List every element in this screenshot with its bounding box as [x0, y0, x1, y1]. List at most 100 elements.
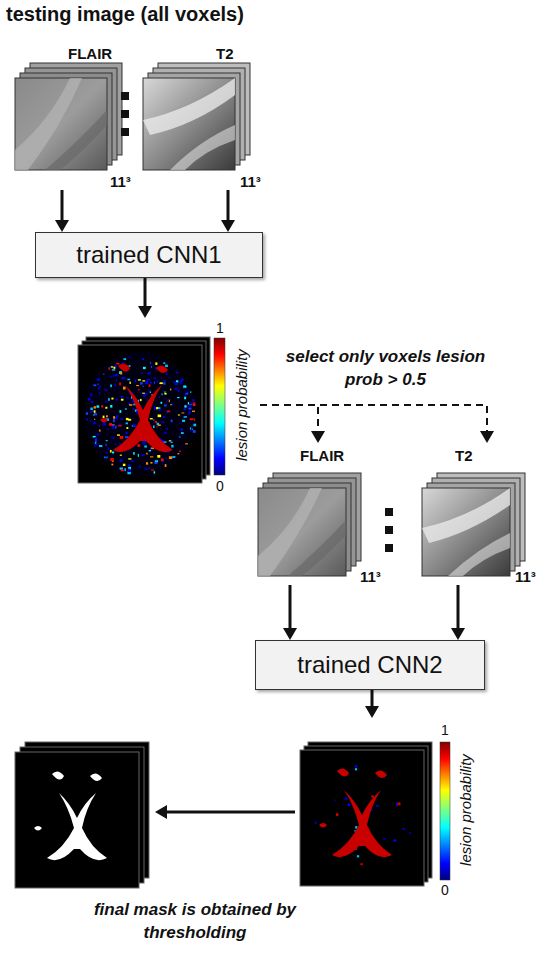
noise-dot — [94, 414, 95, 416]
noise-dot — [95, 439, 96, 442]
noise-dot — [177, 397, 179, 398]
noise-dot — [119, 371, 122, 374]
connector-line — [289, 585, 292, 630]
noise-dot — [409, 832, 411, 834]
noise-dot — [154, 408, 155, 409]
noise-dot — [99, 425, 100, 427]
noise-dot — [106, 440, 108, 441]
noise-dot — [105, 390, 108, 391]
noise-dot — [106, 452, 108, 454]
arrowhead — [365, 706, 379, 718]
noise-dot — [128, 469, 130, 470]
noise-dot — [135, 380, 136, 382]
noise-dot — [96, 444, 99, 445]
noise-dot — [99, 445, 102, 447]
noise-dot — [126, 398, 129, 399]
noise-dot — [175, 382, 178, 385]
noise-dot — [124, 358, 127, 360]
noise-dot — [164, 393, 166, 395]
noise-dot — [90, 421, 92, 422]
noise-dot — [179, 436, 181, 438]
noise-dot — [179, 451, 181, 453]
noise-dot — [167, 399, 168, 402]
noise-dot — [153, 419, 154, 420]
scale-min: 0 — [435, 882, 455, 898]
noise-dot — [189, 404, 192, 405]
noise-dot — [166, 428, 168, 429]
noise-dot — [169, 456, 172, 459]
noise-dot — [120, 410, 122, 413]
noise-dot — [128, 464, 130, 466]
noise-dot — [184, 408, 186, 410]
noise-dot — [167, 400, 169, 401]
noise-dot — [123, 387, 126, 390]
noise-dot — [402, 828, 405, 830]
noise-dot — [108, 448, 110, 450]
connector-line — [227, 190, 230, 222]
noise-dot — [130, 382, 131, 385]
noise-dot — [106, 415, 108, 417]
noise-dot — [93, 422, 96, 424]
noise-dot — [193, 424, 196, 427]
noise-dot — [111, 464, 113, 466]
noise-dot — [94, 406, 96, 408]
noise-dot — [191, 426, 192, 428]
noise-dot — [184, 397, 186, 400]
image-stack: T211³ — [410, 443, 550, 585]
stack-dots — [121, 92, 129, 136]
noise-dot — [143, 386, 144, 387]
noise-dot — [171, 442, 173, 443]
arrowhead — [283, 628, 297, 640]
output-mask: final mask is obtained by thresholding — [10, 740, 155, 890]
noise-dot — [151, 470, 154, 471]
noise-dot — [142, 380, 145, 381]
noise-dot — [193, 403, 196, 404]
noise-dot — [150, 391, 151, 393]
noise-dot — [155, 421, 157, 423]
noise-dot — [393, 839, 396, 841]
noise-dot — [146, 462, 148, 465]
noise-dot — [156, 407, 158, 409]
noise-dot — [126, 432, 128, 435]
noise-dot — [177, 453, 179, 454]
noise-dot — [144, 445, 147, 447]
flow-arrow — [451, 585, 465, 640]
modality-label: T2 — [455, 447, 473, 465]
flow-arrow — [138, 278, 152, 318]
noise-dot — [146, 453, 148, 455]
noise-dot — [112, 452, 114, 454]
noise-dot — [193, 430, 196, 433]
noise-dot — [184, 416, 187, 418]
noise-dot — [163, 441, 166, 442]
noise-dot — [138, 379, 141, 380]
noise-dot — [156, 426, 157, 427]
noise-dot — [114, 389, 115, 390]
arrowhead — [480, 431, 494, 443]
noise-dot — [123, 464, 126, 466]
patch-size: 11³ — [360, 568, 381, 586]
noise-dot — [120, 418, 123, 420]
connector-line — [371, 690, 374, 708]
noise-dot — [125, 408, 127, 409]
noise-dot — [92, 411, 94, 412]
noise-dot — [90, 411, 93, 412]
probability-map — [78, 337, 225, 483]
noise-dot — [163, 416, 165, 418]
noise-dot — [110, 405, 112, 408]
noise-dot — [194, 418, 195, 420]
noise-dot — [126, 422, 128, 424]
noise-dot — [116, 399, 118, 401]
connector-line — [165, 811, 295, 814]
flow-arrow — [155, 805, 295, 819]
noise-dot — [98, 387, 99, 389]
noise-dot — [106, 390, 108, 391]
noise-dot — [108, 368, 110, 370]
noise-dot — [171, 420, 173, 423]
arrowhead — [155, 805, 167, 819]
noise-dot — [151, 366, 152, 368]
noise-dot — [122, 377, 126, 379]
scale-max: 1 — [435, 722, 455, 738]
noise-dot — [193, 403, 196, 406]
flow-arrow — [283, 585, 297, 640]
noise-dot — [115, 426, 117, 429]
